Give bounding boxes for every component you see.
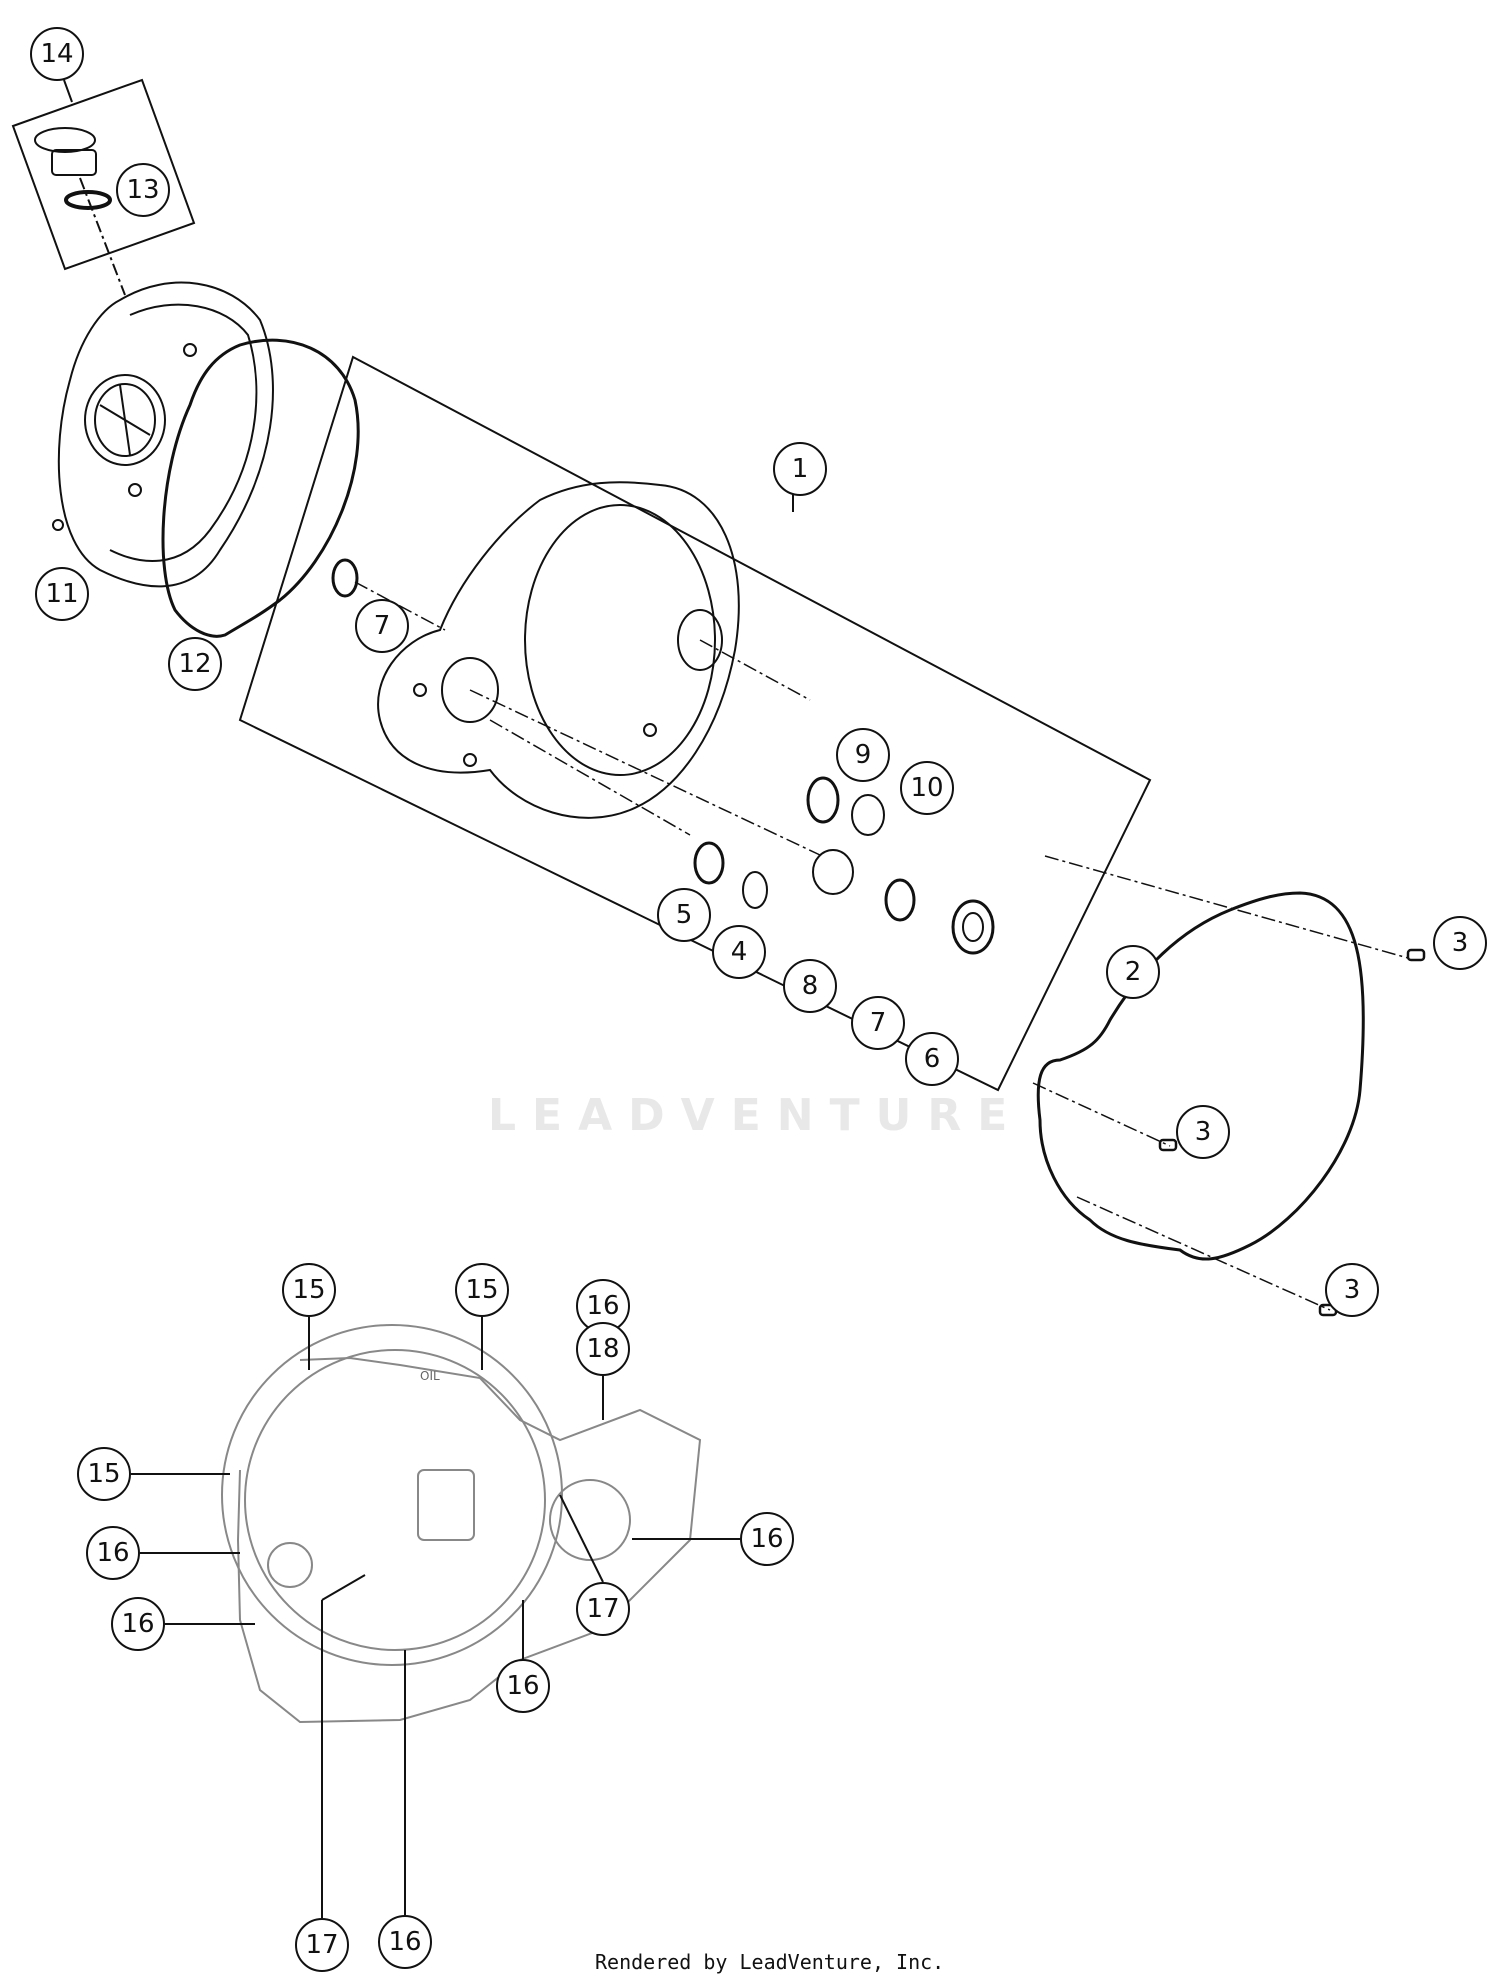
callout-7[interactable]: 7 [851,996,905,1050]
callout-3[interactable]: 3 [1325,1263,1379,1317]
footer-credit: Rendered by LeadVenture, Inc. [595,1950,945,1974]
callout-12[interactable]: 12 [168,637,222,691]
callout-15[interactable]: 15 [282,1263,336,1317]
callout-1[interactable]: 1 [773,442,827,496]
callout-9[interactable]: 9 [836,728,890,782]
callout-15[interactable]: 15 [77,1447,131,1501]
callout-3[interactable]: 3 [1176,1105,1230,1159]
callout-15[interactable]: 15 [455,1263,509,1317]
oil-plug-kit-box [11,78,196,271]
oil-plug-icon [34,127,126,296]
clutch-cover-inner-icon [377,481,740,819]
callout-10[interactable]: 10 [900,761,954,815]
callout-16[interactable]: 16 [496,1659,550,1713]
callout-16[interactable]: 16 [740,1512,794,1566]
callout-16[interactable]: 16 [378,1915,432,1969]
seals-and-rings-icons [331,558,995,955]
callout-16[interactable]: 16 [111,1597,165,1651]
callout-5[interactable]: 5 [657,888,711,942]
callout-11[interactable]: 11 [35,567,89,621]
callout-2[interactable]: 2 [1106,945,1160,999]
callout-7[interactable]: 7 [355,599,409,653]
callout-8[interactable]: 8 [783,959,837,1013]
callout-16[interactable]: 16 [86,1526,140,1580]
callout-6[interactable]: 6 [905,1032,959,1086]
inner-gasket-icon [1036,891,1365,1261]
assembly-lines [354,581,1409,1311]
callout-13[interactable]: 13 [116,163,170,217]
callout-14[interactable]: 14 [30,27,84,81]
callout-4[interactable]: 4 [712,925,766,979]
callout-16[interactable]: 16 [576,1279,630,1333]
cover-gasket-icon [161,338,360,638]
svg-text:OIL: OIL [420,1369,440,1383]
callout-17[interactable]: 17 [295,1918,349,1972]
watermark: LEADVENTURE [488,1090,1024,1141]
callout-3[interactable]: 3 [1433,916,1487,970]
assembled-clutch-cover-icon: OIL [221,1324,702,1724]
callout-18[interactable]: 18 [576,1322,630,1376]
callout-17[interactable]: 17 [576,1582,630,1636]
arrow-leaders [131,1317,740,1918]
